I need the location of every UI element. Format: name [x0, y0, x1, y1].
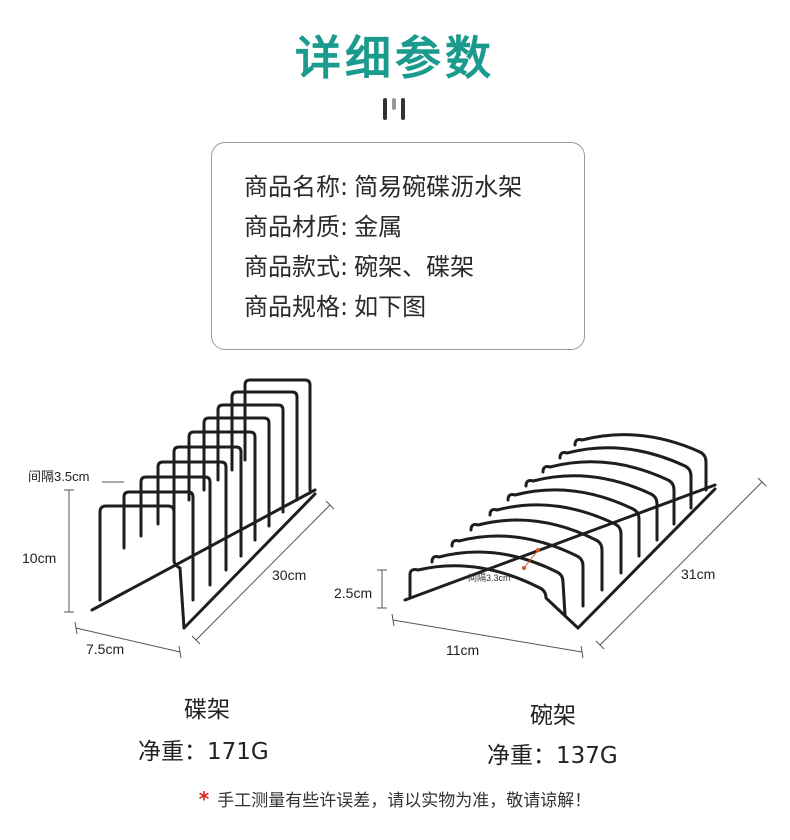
spec-box: 商品名称:简易碗碟沥水架 商品材质:金属 商品款式:碗架、碟架 商品规格:如下图 [211, 142, 585, 350]
plate-rack-width-label: 7.5cm [86, 641, 124, 657]
spec-label: 商品规格: [244, 293, 349, 321]
bowl-rack-width-label: 11cm [446, 642, 479, 658]
page-title: 详细参数 [295, 31, 495, 85]
plate-rack-name: 碟架 [184, 697, 230, 723]
bowl-rack-gap-label: 间隔3.3cm [468, 572, 511, 583]
spec-row-style: 商品款式:碗架、碟架 [244, 247, 474, 282]
measurement-note: * 手工测量有些许误差，请以实物为准，敬请谅解！ [0, 786, 790, 811]
spec-row-size: 商品规格:如下图 [244, 287, 426, 322]
spec-value: 碗架、碟架 [354, 253, 475, 281]
spec-label: 商品材质: [244, 213, 349, 241]
bowl-rack-height-label: 2.5cm [334, 585, 372, 601]
spec-row-material: 商品材质:金属 [244, 207, 402, 242]
spec-label: 商品名称: [244, 173, 349, 201]
spec-value: 简易碗碟沥水架 [354, 173, 523, 201]
plate-rack-gap-label: 间隔3.5cm [28, 469, 89, 484]
plate-rack-weight: 净重：171G [138, 739, 269, 765]
spec-row-name: 商品名称:简易碗碟沥水架 [244, 167, 522, 202]
title-divider-mark [383, 98, 405, 120]
spec-value: 如下图 [354, 293, 427, 321]
plate-rack-image [90, 378, 317, 630]
bowl-rack-weight: 净重：137G [487, 743, 618, 769]
note-text: 手工测量有些许误差，请以实物为准，敬请谅解！ [217, 791, 592, 811]
bowl-rack-length-label: 31cm [681, 566, 715, 582]
spec-value: 金属 [354, 213, 403, 241]
spec-label: 商品款式: [244, 253, 349, 281]
plate-rack-length-label: 30cm [272, 567, 306, 583]
plate-rack-height-label: 10cm [22, 550, 56, 566]
bowl-rack-name: 碗架 [530, 703, 576, 729]
bowl-rack-image [403, 433, 717, 630]
asterisk-icon: * [198, 787, 210, 811]
